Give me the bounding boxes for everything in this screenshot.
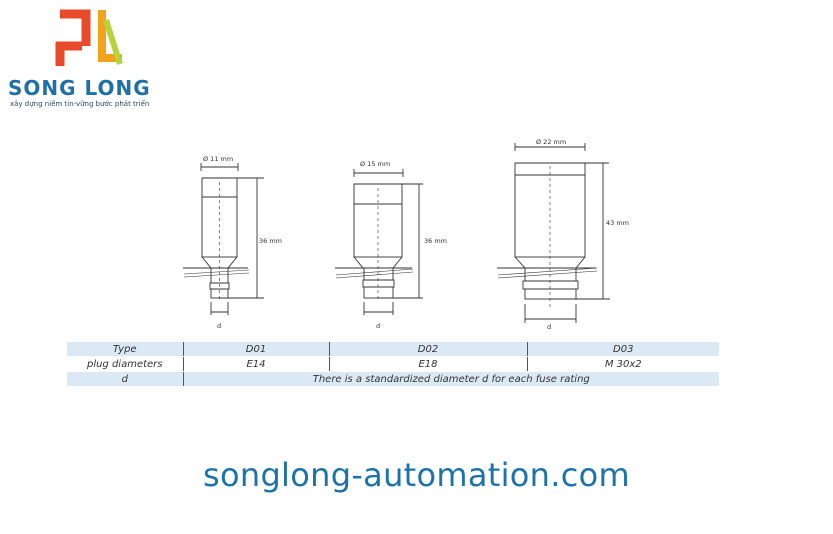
- drawing-d01: [183, 163, 264, 315]
- drawing-d03: [497, 143, 610, 323]
- cell-type-d02: D02: [328, 342, 527, 357]
- cell-d-merged: There is a standardized diameter d for e…: [182, 371, 719, 387]
- d02-diameter-label: Ø 15 mm: [360, 160, 390, 168]
- d02-height-label: 36 mm: [424, 237, 447, 245]
- d02-d-label: d: [376, 322, 380, 330]
- cell-plug-d01: E14: [182, 356, 329, 372]
- brand-slogan: xây dựng niềm tin-vững bước phát triển: [10, 100, 150, 108]
- brand-name: SONG LONG: [8, 76, 151, 100]
- d01-diameter-label: Ø 11 mm: [203, 155, 233, 163]
- brand-logo: SONG LONG xây dựng niềm tin-vững bước ph…: [8, 6, 168, 108]
- table-row-plug-diameters: plug diameters E14 E18 M 30x2: [67, 356, 719, 372]
- d03-d-label: d: [547, 323, 551, 330]
- cell-type-d01: D01: [182, 342, 329, 357]
- drawing-d02: [335, 169, 423, 315]
- cell-plug-d03: M 30x2: [526, 356, 719, 372]
- spec-table: Type D01 D02 D03 plug diameters E14 E18 …: [67, 342, 719, 387]
- song-long-logo-mark: [55, 9, 123, 66]
- row-label-plug-diameters: plug diameters: [67, 356, 183, 372]
- website-url: songlong-automation.com: [203, 456, 630, 494]
- row-label-type: Type: [67, 342, 183, 357]
- fuse-cap-drawings: Ø 11 mm 36 mm d Ø 15 mm 36 mm d Ø 22 mm …: [183, 138, 629, 330]
- table-row-type: Type D01 D02 D03: [67, 342, 719, 357]
- cell-plug-d02: E18: [328, 356, 527, 372]
- d03-diameter-label: Ø 22 mm: [536, 138, 566, 146]
- d01-height-label: 36 mm: [259, 237, 282, 245]
- d03-height-label: 43 mm: [606, 219, 629, 227]
- row-label-d: d: [67, 371, 183, 387]
- cell-type-d03: D03: [526, 342, 719, 357]
- d01-d-label: d: [217, 322, 221, 330]
- table-row-d: d There is a standardized diameter d for…: [67, 371, 719, 387]
